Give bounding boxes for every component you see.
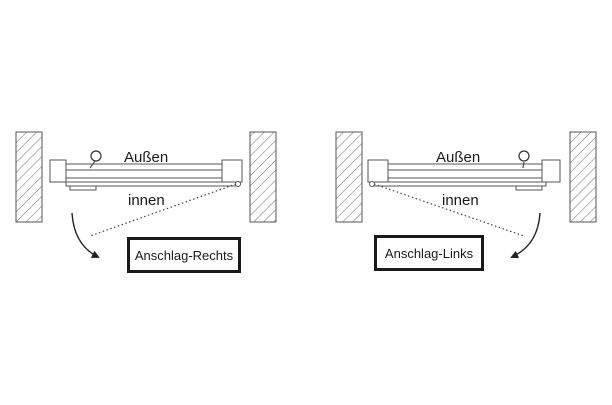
left-handle-knob xyxy=(90,150,102,162)
left-frame-inner xyxy=(65,169,227,179)
right-swing-line xyxy=(373,183,525,237)
right-sash xyxy=(373,181,547,187)
right-hinge-label-box: Anschlag-Links xyxy=(374,235,484,271)
right-wall-left xyxy=(335,131,363,223)
right-diagram xyxy=(335,131,597,259)
left-inside-label: innen xyxy=(128,192,165,209)
left-wall-left xyxy=(15,131,43,223)
right-jamb-left xyxy=(367,159,389,183)
left-diagram xyxy=(15,131,277,258)
left-swing-line xyxy=(89,183,237,237)
left-hinge-pin xyxy=(235,181,241,187)
right-sill xyxy=(515,185,543,191)
left-handle-stem xyxy=(89,160,96,169)
left-wall-right xyxy=(249,131,277,223)
left-swing-arrow xyxy=(71,212,100,258)
right-handle-stem xyxy=(522,161,525,169)
right-swing-arrow xyxy=(510,212,541,259)
left-sill xyxy=(69,185,97,191)
right-hinge-pin xyxy=(369,181,375,187)
left-sash xyxy=(65,181,237,187)
left-jamb-right xyxy=(221,159,243,183)
left-jamb-left xyxy=(49,159,67,183)
left-hinge-label-box: Anschlag-Rechts xyxy=(127,237,241,273)
right-frame-inner xyxy=(383,169,545,179)
right-wall-right xyxy=(569,131,597,223)
right-handle-knob xyxy=(518,150,530,162)
left-outside-label: Außen xyxy=(124,149,169,166)
right-jamb-right xyxy=(541,159,561,183)
right-outside-label: Außen xyxy=(436,149,481,166)
right-inside-label: innen xyxy=(442,192,479,209)
